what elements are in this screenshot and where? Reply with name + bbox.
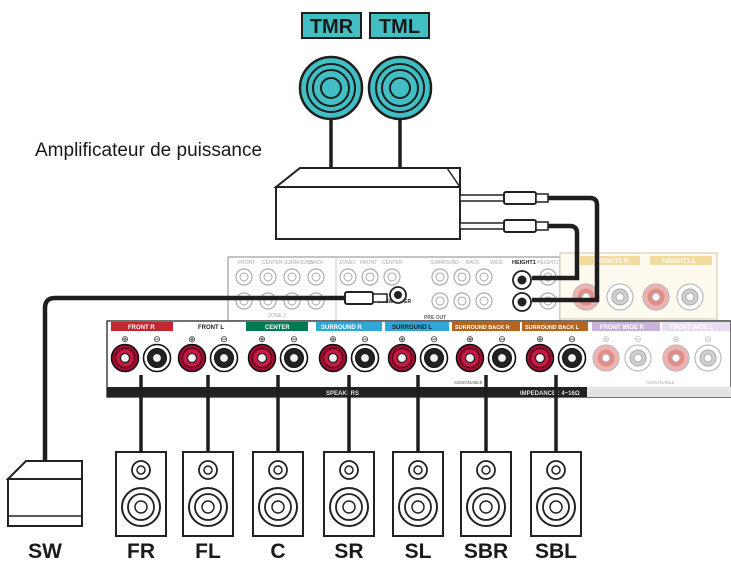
sbl-label: SBL bbox=[535, 540, 577, 563]
svg-text:⊖: ⊖ bbox=[704, 334, 712, 344]
height-terminal-panel: HEIGHT1 R HEIGHT1 L bbox=[559, 252, 718, 320]
svg-text:⊕: ⊕ bbox=[536, 334, 544, 344]
c-speaker-icon bbox=[252, 451, 304, 537]
front-wide-l-label: FRONT WIDE L bbox=[670, 325, 714, 331]
front-wide-r-label: FRONT WIDE R bbox=[600, 325, 645, 331]
tmr-label: TMR bbox=[301, 12, 362, 39]
c-label: C bbox=[270, 540, 286, 563]
assignable-label: ASSIGNABLE bbox=[454, 380, 483, 385]
front-r-label: FRONT R bbox=[128, 325, 155, 331]
height1-rca-jacks bbox=[512, 270, 532, 312]
svg-text:SURROUND: SURROUND bbox=[430, 260, 459, 266]
fl-label: FL bbox=[195, 540, 221, 563]
sl-speaker-icon bbox=[392, 451, 444, 537]
tml-speaker-icon bbox=[367, 55, 433, 121]
sl-label: SL bbox=[404, 540, 432, 563]
fr-label: FR bbox=[127, 540, 155, 563]
svg-text:⊕: ⊕ bbox=[188, 334, 196, 344]
svg-text:SURROUND: SURROUND bbox=[284, 260, 313, 266]
svg-text:WIDE: WIDE bbox=[490, 260, 504, 266]
tmr-speaker-icon bbox=[298, 55, 364, 121]
fl-speaker-icon bbox=[182, 451, 234, 537]
surround-back-l-label: SURROUND BACK L bbox=[525, 325, 580, 331]
svg-text:⊖: ⊖ bbox=[220, 334, 228, 344]
speakers-label: SPEAKERS bbox=[326, 391, 359, 397]
sr-label: SR bbox=[334, 540, 364, 563]
svg-text:HEIGHT2: HEIGHT2 bbox=[537, 260, 559, 266]
speaker-wires bbox=[139, 375, 558, 452]
svg-text:BACK: BACK bbox=[466, 260, 480, 266]
svg-text:⊖: ⊖ bbox=[430, 334, 438, 344]
rca-cable-1 bbox=[532, 195, 600, 303]
svg-text:⊖: ⊖ bbox=[498, 334, 506, 344]
height1-r-label: HEIGHT1 R bbox=[594, 258, 629, 265]
svg-text:⊖: ⊖ bbox=[361, 334, 369, 344]
svg-text:BACK: BACK bbox=[310, 260, 324, 266]
front-l-label: FRONT L bbox=[198, 325, 224, 331]
svg-text:⊖: ⊖ bbox=[634, 334, 642, 344]
svg-text:FRONT: FRONT bbox=[238, 260, 255, 266]
impedance-label: IMPEDANCE : 4~16Ω bbox=[520, 391, 580, 397]
amplifier-rca-plugs bbox=[459, 191, 549, 233]
surround-l-label: SURROUND L bbox=[392, 325, 432, 331]
sbl-speaker-icon bbox=[530, 451, 582, 537]
pre-out-panel: FRONT CENTER SURROUND BACK ZONE2 FRONT C… bbox=[227, 256, 561, 322]
svg-text:⊕: ⊕ bbox=[672, 334, 680, 344]
svg-text:⊖: ⊖ bbox=[290, 334, 298, 344]
sbr-label: SBR bbox=[463, 540, 509, 563]
svg-text:⊖: ⊖ bbox=[568, 334, 576, 344]
subwoofer-cable bbox=[42, 291, 388, 460]
power-amplifier bbox=[273, 167, 461, 240]
svg-text:⊕: ⊕ bbox=[258, 334, 266, 344]
svg-text:ZONE2: ZONE2 bbox=[339, 260, 356, 266]
svg-text:⊖: ⊖ bbox=[153, 334, 161, 344]
rca-cable-2 bbox=[532, 223, 580, 281]
surround-back-r-label: SURROUND BACK R bbox=[455, 325, 510, 331]
subwoofer-icon bbox=[5, 460, 83, 527]
svg-text:CENTER: CENTER bbox=[262, 260, 283, 266]
tml-label: TML bbox=[369, 12, 430, 39]
svg-text:⊕: ⊕ bbox=[466, 334, 474, 344]
svg-text:⊕: ⊕ bbox=[602, 334, 610, 344]
height1-rca-label: HEIGHT1 bbox=[512, 260, 536, 266]
svg-text:CENTER: CENTER bbox=[382, 260, 403, 266]
svg-text:⊕: ⊕ bbox=[329, 334, 337, 344]
svg-text:⊕: ⊕ bbox=[398, 334, 406, 344]
sbr-speaker-icon bbox=[460, 451, 512, 537]
sw-label: SW bbox=[28, 540, 62, 563]
sr-speaker-icon bbox=[323, 451, 375, 537]
surround-r-label: SURROUND R bbox=[321, 325, 362, 331]
pre-out-label: PRE OUT bbox=[424, 315, 446, 321]
svg-text:FRONT: FRONT bbox=[360, 260, 377, 266]
assignable-label-wide: ASSIGNABLE bbox=[646, 380, 675, 385]
svg-text:⊕: ⊕ bbox=[121, 334, 129, 344]
subwoofer-rca-jack bbox=[389, 286, 407, 304]
height1-l-label: HEIGHT1 L bbox=[662, 258, 696, 265]
fr-speaker-icon bbox=[115, 451, 167, 537]
zone2-label: ZONE 2 bbox=[268, 313, 286, 319]
center-label: CENTER bbox=[265, 325, 290, 331]
speaker-terminal-panel: SPEAKERS IMPEDANCE : 4~16Ω ASSIGNABLE AS… bbox=[106, 320, 731, 398]
power-amplifier-label: Amplificateur de puissance bbox=[35, 140, 263, 161]
